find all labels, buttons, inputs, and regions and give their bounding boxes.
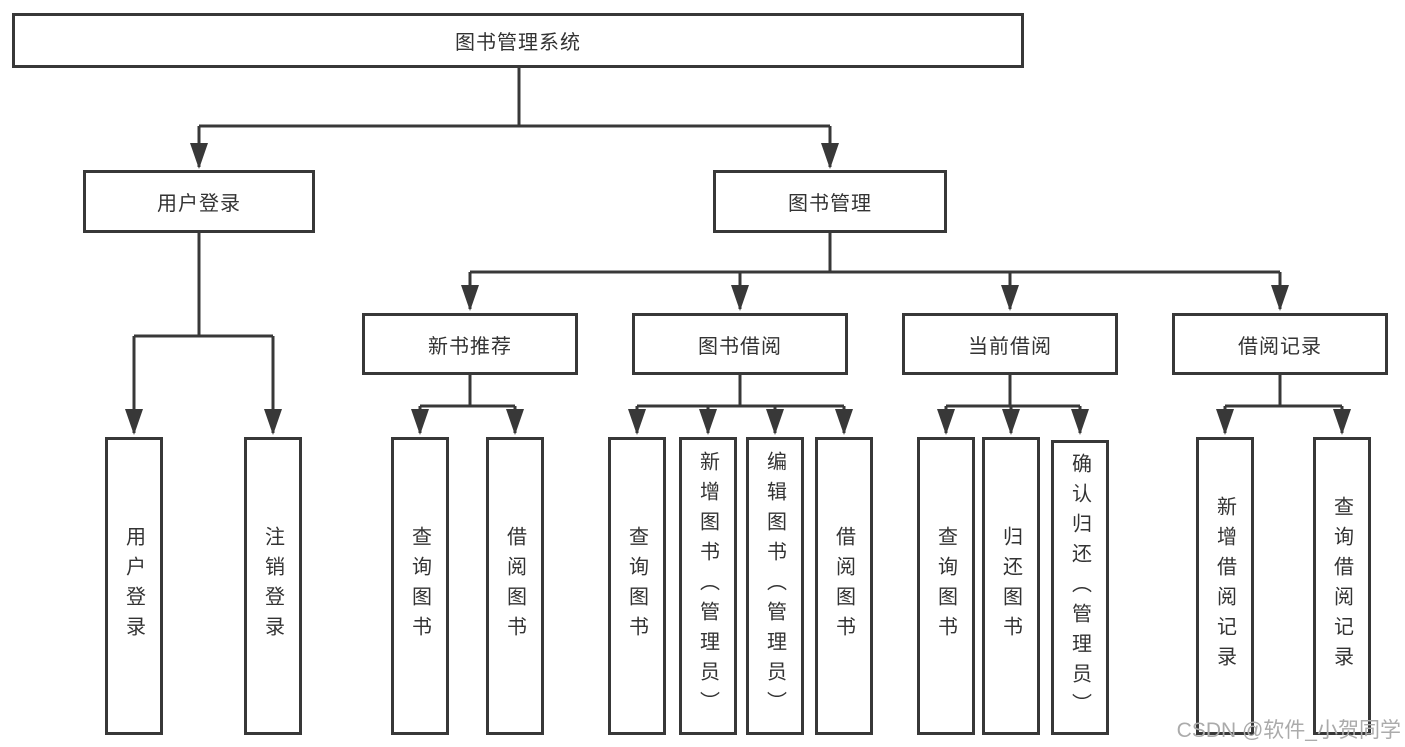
leaf-rec-query-books-label: 查询图书 xyxy=(408,526,431,646)
node-book-borrowing: 图书借阅 xyxy=(632,313,848,375)
node-book-management: 图书管理 xyxy=(713,170,947,233)
node-user-login: 用户登录 xyxy=(83,170,315,233)
arrowhead xyxy=(411,409,429,435)
arrowhead xyxy=(264,409,282,435)
arrowhead xyxy=(125,409,143,435)
arrowhead xyxy=(766,409,784,435)
node-new-book-recommend: 新书推荐 xyxy=(362,313,578,375)
node-borrowing-records-label: 借阅记录 xyxy=(1238,335,1322,358)
leaf-bb-add-books-admin-label: 新增图书（管理员） xyxy=(696,451,719,721)
arrowhead xyxy=(506,409,524,435)
leaf-bb-borrow-books-label: 借阅图书 xyxy=(832,526,855,646)
arrowhead xyxy=(731,285,749,311)
connector-borrowing-records-to-leaves xyxy=(1216,375,1351,435)
leaf-br-add-record-label: 新增借阅记录 xyxy=(1213,496,1236,676)
leaf-cb-confirm-return-admin: 确认归还（管理员） xyxy=(1051,440,1109,735)
leaf-rec-borrow-books-label: 借阅图书 xyxy=(503,526,526,646)
leaf-cb-return-books: 归还图书 xyxy=(982,437,1040,735)
node-current-borrowing-label: 当前借阅 xyxy=(968,335,1052,358)
leaf-logout: 注销登录 xyxy=(244,437,302,735)
leaf-rec-borrow-books: 借阅图书 xyxy=(486,437,544,735)
node-user-login-label: 用户登录 xyxy=(157,193,241,215)
arrowhead xyxy=(628,409,646,435)
arrowhead xyxy=(835,409,853,435)
arrowhead xyxy=(1271,285,1289,311)
node-borrowing-records: 借阅记录 xyxy=(1172,313,1388,375)
arrowhead xyxy=(821,143,839,169)
node-root-label: 图书管理系统 xyxy=(455,32,581,54)
leaf-cb-query-books: 查询图书 xyxy=(917,437,975,735)
arrowhead xyxy=(1071,409,1089,435)
leaf-bb-edit-books-admin: 编辑图书（管理员） xyxy=(746,437,804,735)
leaf-bb-add-books-admin: 新增图书（管理员） xyxy=(679,437,737,735)
arrowhead xyxy=(1216,409,1234,435)
connector-current-borrowing-to-leaves xyxy=(937,375,1089,435)
leaf-br-query-record: 查询借阅记录 xyxy=(1313,437,1371,735)
leaf-cb-confirm-return-admin-label: 确认归还（管理员） xyxy=(1068,452,1091,723)
leaf-user-login: 用户登录 xyxy=(105,437,163,735)
arrowhead xyxy=(1001,285,1019,311)
connector-book-management-to-level3 xyxy=(461,233,1289,311)
arrowhead xyxy=(190,143,208,169)
arrowhead xyxy=(461,285,479,311)
node-book-management-label: 图书管理 xyxy=(788,193,872,215)
csdn-watermark: CSDN @软件_小贺同学 xyxy=(1176,719,1401,742)
connector-new-book-recommend-to-leaves xyxy=(411,375,524,435)
leaf-cb-query-books-label: 查询图书 xyxy=(934,526,957,646)
leaf-br-query-record-label: 查询借阅记录 xyxy=(1330,496,1353,676)
node-root: 图书管理系统 xyxy=(12,13,1024,68)
leaf-bb-edit-books-admin-label: 编辑图书（管理员） xyxy=(763,451,786,721)
leaf-br-add-record: 新增借阅记录 xyxy=(1196,437,1254,735)
node-book-borrowing-label: 图书借阅 xyxy=(698,335,782,358)
leaf-bb-query-books: 查询图书 xyxy=(608,437,666,735)
leaf-bb-borrow-books: 借阅图书 xyxy=(815,437,873,735)
leaf-cb-return-books-label: 归还图书 xyxy=(999,526,1022,646)
leaf-rec-query-books: 查询图书 xyxy=(391,437,449,735)
leaf-logout-label: 注销登录 xyxy=(261,526,284,646)
connector-user-login-to-leaves xyxy=(125,233,282,435)
arrowhead xyxy=(937,409,955,435)
arrowhead xyxy=(1333,409,1351,435)
node-current-borrowing: 当前借阅 xyxy=(902,313,1118,375)
node-new-book-recommend-label: 新书推荐 xyxy=(428,335,512,358)
leaf-bb-query-books-label: 查询图书 xyxy=(625,526,648,646)
arrowhead xyxy=(699,409,717,435)
arrowhead xyxy=(1002,409,1020,435)
leaf-user-login-label: 用户登录 xyxy=(122,526,145,646)
connector-book-borrowing-to-leaves xyxy=(628,375,853,435)
connector-root-to-level2 xyxy=(190,68,839,169)
